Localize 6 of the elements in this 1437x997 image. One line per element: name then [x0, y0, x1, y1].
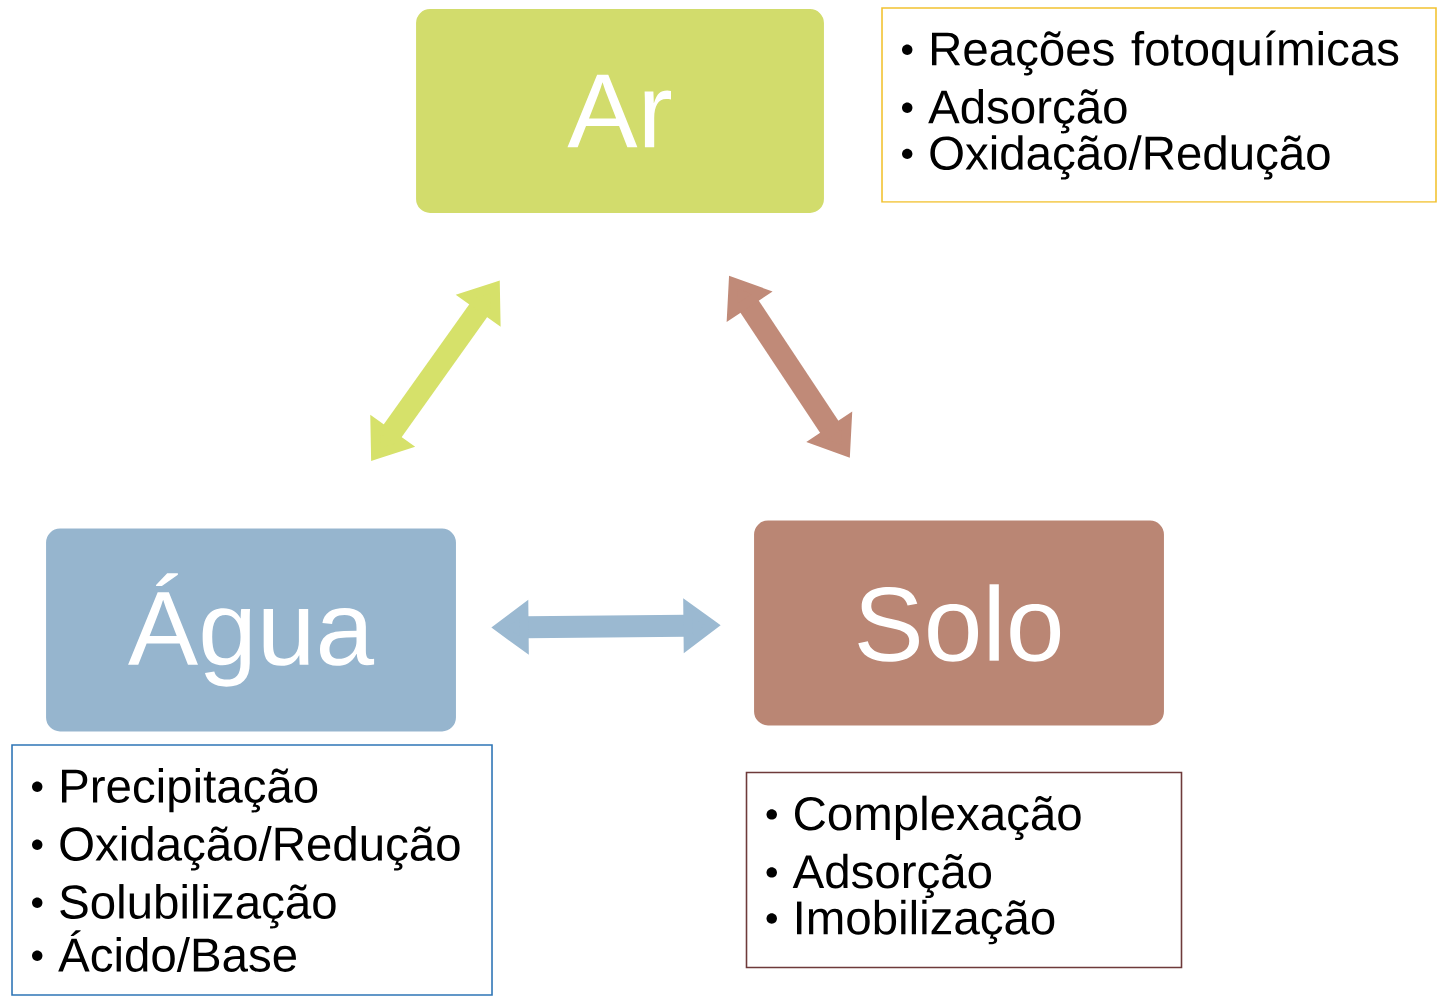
- rounded-box: Ar: [413, 6, 827, 216]
- rounded-box: Solo: [751, 518, 1167, 728]
- bullet-list-box: Reações fotoquímicas Adsorção Oxidação/Redução: [881, 7, 1437, 203]
- bullet-list-box: Precipitação Oxidação/Redução Solubilização Ácido/Base: [11, 744, 493, 996]
- rounded-box: Água: [43, 526, 459, 734]
- bullet-list-box: Complexação Adsorção Imobilização: [745, 771, 1183, 969]
